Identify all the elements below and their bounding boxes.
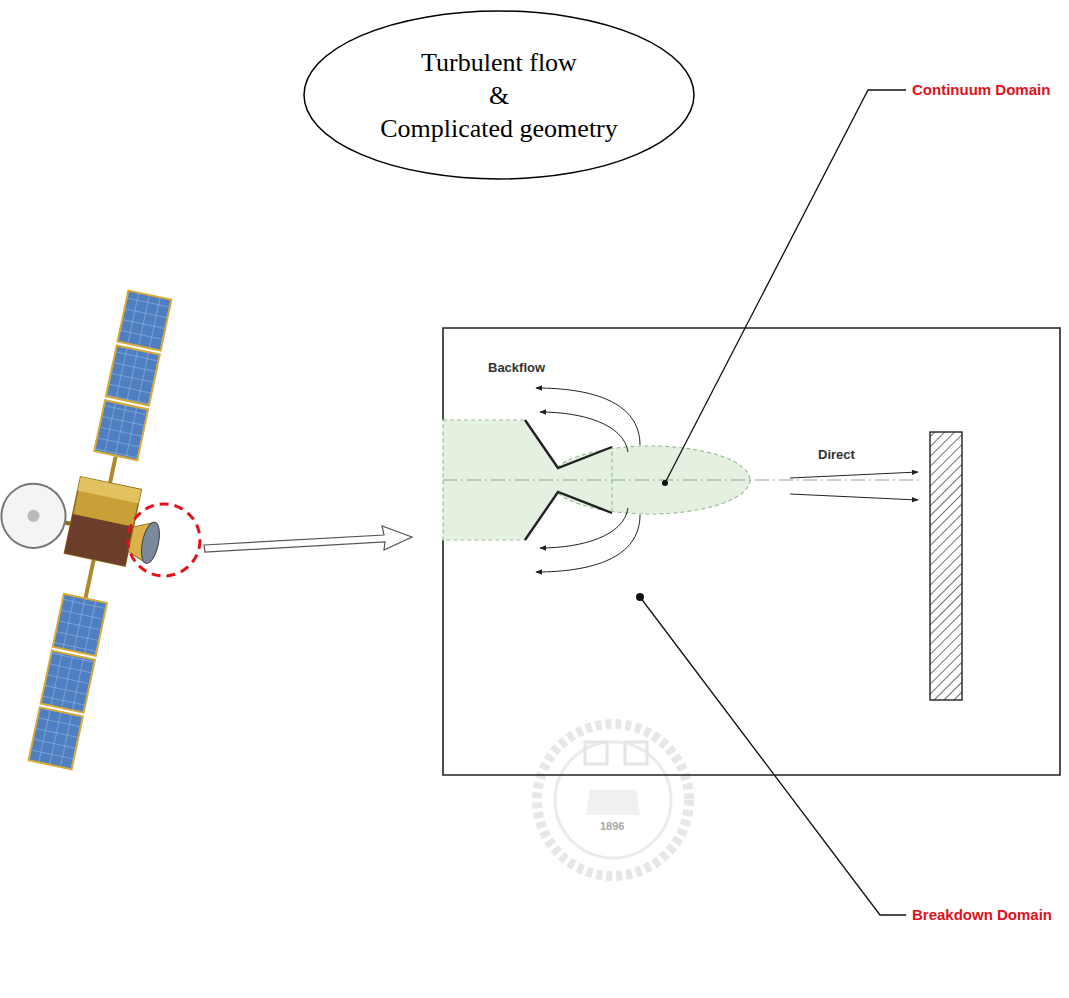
flow-label: Backflow (488, 360, 545, 376)
zoom-arrow (204, 526, 412, 552)
label-text: 1896 (600, 820, 624, 833)
watermark-year: 1896 (600, 820, 624, 833)
satellite (0, 274, 209, 777)
centerline (443, 480, 922, 481)
domain-label: Continuum Domain (912, 81, 1050, 99)
leader-dot (662, 480, 668, 486)
flow-label: Direct (818, 447, 855, 463)
ellipse-node: Turbulent flow&Complicated geometry (303, 10, 695, 180)
node-text: Complicated geometry (380, 112, 618, 145)
domain-label: Breakdown Domain (912, 906, 1052, 924)
backflow-arrows (536, 388, 640, 572)
leader-line (665, 90, 906, 483)
label-text: Breakdown Domain (912, 906, 1052, 924)
watermark (537, 724, 689, 876)
direct-arrows (790, 472, 918, 500)
label-text: Direct (818, 447, 855, 463)
label-text: Continuum Domain (912, 81, 1050, 99)
chamber-box (443, 328, 1060, 775)
target-plate (930, 432, 962, 700)
leader-dot (636, 593, 644, 601)
label-text: Backflow (488, 360, 545, 376)
leader-line (640, 597, 906, 915)
node-text: & (489, 79, 509, 112)
node-text: Turbulent flow (421, 46, 577, 79)
highlight-circle (128, 504, 200, 576)
